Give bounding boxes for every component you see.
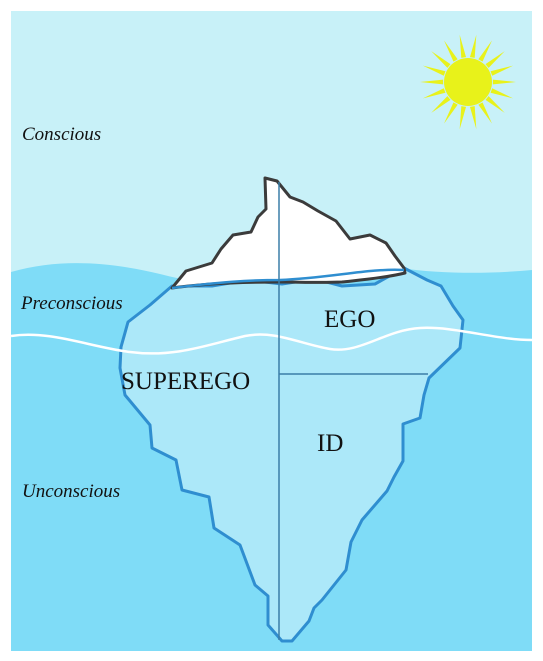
id-label: ID: [317, 430, 343, 457]
preconscious-label: Preconscious: [20, 293, 123, 314]
ego-label: EGO: [324, 306, 375, 333]
superego-label: SUPEREGO: [121, 368, 250, 395]
unconscious-label: Unconscious: [22, 481, 120, 502]
conscious-label: Conscious: [22, 124, 101, 145]
